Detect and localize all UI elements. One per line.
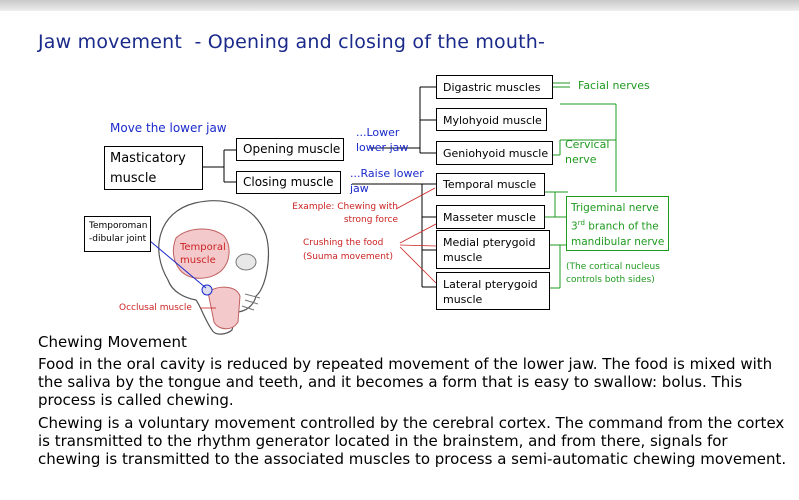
medial-pterygoid-box: Medial pterygoid muscle <box>436 230 550 269</box>
chewing-paragraph-2: Chewing is a voluntary movement controll… <box>38 414 787 468</box>
temporal-box: Temporal muscle <box>436 173 545 196</box>
occlusal-label: Occlusal muscle <box>119 303 192 313</box>
masseter-box: Masseter muscle <box>436 205 545 229</box>
digastric-label: Digastric muscles <box>443 81 541 94</box>
lateral-pterygoid-box: Lateral pterygoid muscle <box>436 272 550 310</box>
trigeminal-line1: Trigeminal nerve <box>571 202 659 214</box>
geniohyoid-box: Geniohyoid muscle <box>436 141 553 165</box>
chewing-paragraph-1: Food in the oral cavity is reduced by re… <box>38 355 773 409</box>
cortical-note: (The cortical nucleus controls both side… <box>566 262 660 285</box>
closing-muscle-box: Closing muscle <box>236 171 341 194</box>
trigeminal-line2-rest: branch of the <box>584 220 659 233</box>
tmj-label: Temporoman -dibular joint <box>89 221 148 244</box>
digastric-box: Digastric muscles <box>436 75 553 99</box>
masseter-label: Masseter muscle <box>443 211 536 224</box>
opening-muscle-box: Opening muscle <box>236 138 344 161</box>
mylohyoid-box: Mylohyoid muscle <box>436 108 547 131</box>
facial-nerves-label: Facial nerves <box>578 79 650 92</box>
trigeminal-line2: 3rd branch of the <box>571 216 668 235</box>
masticatory-muscle-box: Masticatory muscle <box>104 146 203 190</box>
opening-muscle-label: Opening muscle <box>243 142 341 156</box>
page-title: Jaw movement - Opening and closing of th… <box>38 31 546 53</box>
trigeminal-line2-num: 3 <box>571 220 578 233</box>
trigeminal-line3: mandibular nerve <box>571 235 665 248</box>
mylohyoid-label: Mylohyoid muscle <box>443 114 542 127</box>
trigeminal-line2-sup: rd <box>577 219 585 227</box>
temporal-head-label: Temporal muscle <box>180 242 226 266</box>
tmj-box: Temporoman -dibular joint <box>84 216 151 252</box>
move-lower-jaw-note: Move the lower jaw <box>110 121 227 135</box>
geniohyoid-label: Geniohyoid muscle <box>443 147 549 160</box>
top-gradient-bar <box>0 0 799 11</box>
lateral-pterygoid-label: Lateral pterygoid muscle <box>443 278 538 306</box>
closing-muscle-label: Closing muscle <box>243 175 334 189</box>
raise-jaw-note: ...Raise lower jaw <box>350 167 424 195</box>
example-chewing-note: Example: Chewing with strong force <box>292 202 398 225</box>
chewing-heading: Chewing Movement <box>38 333 187 351</box>
skull-illustration <box>158 200 269 335</box>
masticatory-muscle-label: Masticatory muscle <box>110 151 186 186</box>
temporal-label: Temporal muscle <box>443 178 537 191</box>
lower-jaw-note: ...Lower lower jaw <box>356 126 409 154</box>
crushing-food-note: Crushing the food (Suuma movement) <box>303 238 393 262</box>
medial-pterygoid-label: Medial pterygoid muscle <box>443 236 536 264</box>
cervical-nerve-label: Cervical nerve <box>565 138 610 166</box>
trigeminal-nerve-box: Trigeminal nerve 3rd branch of the mandi… <box>566 196 669 251</box>
